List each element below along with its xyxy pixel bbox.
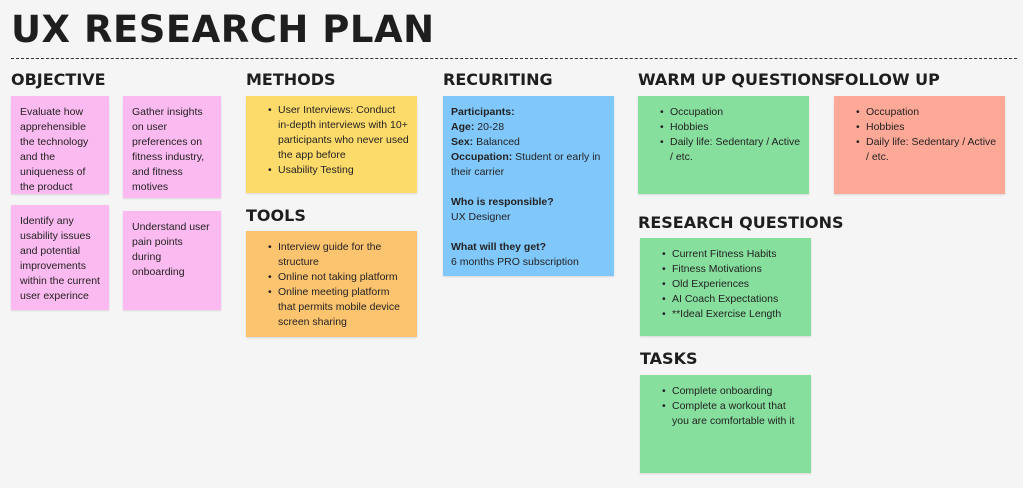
research-list: Current Fitness Habits Fitness Motivatio… bbox=[650, 247, 803, 322]
sticky-note-recruiting[interactable]: Participants: Age: 20-28 Sex: Balanced O… bbox=[443, 96, 614, 276]
age-row: Age: 20-28 bbox=[451, 120, 606, 135]
heading-tools: TOOLS bbox=[246, 206, 306, 225]
sticky-note-followup[interactable]: Occupation Hobbies Daily life: Sedentary… bbox=[834, 96, 1005, 194]
list-item: Online not taking platform bbox=[268, 270, 409, 285]
list-item: Usability Testing bbox=[268, 163, 409, 178]
list-item: Complete onboarding bbox=[662, 384, 803, 399]
list-item: Occupation bbox=[660, 105, 801, 120]
list-item: Current Fitness Habits bbox=[662, 247, 803, 262]
heading-tasks: TASKS bbox=[640, 349, 698, 368]
sex-value: Balanced bbox=[473, 136, 520, 148]
spacer bbox=[451, 180, 606, 195]
age-value: 20-28 bbox=[474, 121, 505, 133]
tools-list: Interview guide for the structure Online… bbox=[256, 240, 409, 330]
occupation-label: Occupation: bbox=[451, 151, 513, 163]
list-item: **Ideal Exercise Length bbox=[662, 307, 803, 322]
responsible-label: Who is responsible? bbox=[451, 196, 554, 208]
sticky-note-objective-1[interactable]: Evaluate how apprehensible the technolog… bbox=[11, 96, 109, 194]
list-item: Interview guide for the structure bbox=[268, 240, 409, 270]
dashed-divider bbox=[11, 58, 1017, 59]
sticky-note-warmup[interactable]: Occupation Hobbies Daily life: Sedentary… bbox=[638, 96, 809, 194]
note-text: Gather insights on user preferences on f… bbox=[132, 106, 205, 193]
sticky-note-tasks[interactable]: Complete onboarding Complete a workout t… bbox=[640, 375, 811, 473]
occupation-row: Occupation: Student or early in their ca… bbox=[451, 150, 606, 180]
list-item: Fitness Motivations bbox=[662, 262, 803, 277]
list-item: Online meeting platform that permits mob… bbox=[268, 285, 409, 330]
sticky-note-methods[interactable]: User Interviews: Conduct in-depth interv… bbox=[246, 96, 417, 193]
tasks-list: Complete onboarding Complete a workout t… bbox=[650, 384, 803, 429]
responsible-value: UX Designer bbox=[451, 211, 511, 223]
spacer bbox=[451, 225, 606, 240]
methods-list: User Interviews: Conduct in-depth interv… bbox=[256, 103, 409, 178]
sticky-note-objective-2[interactable]: Gather insights on user preferences on f… bbox=[123, 96, 221, 198]
reward-value: 6 months PRO subscription bbox=[451, 256, 579, 268]
note-text: Identify any usability issues and potent… bbox=[20, 215, 100, 302]
heading-recruiting: RECURITING bbox=[443, 70, 553, 89]
warmup-list: Occupation Hobbies Daily life: Sedentary… bbox=[648, 105, 801, 165]
list-item: AI Coach Expectations bbox=[662, 292, 803, 307]
occupation-value: Student or early in their carrier bbox=[451, 151, 601, 178]
list-item: Daily life: Sedentary / Active / etc. bbox=[660, 135, 801, 165]
list-item: Occupation bbox=[856, 105, 997, 120]
sticky-note-research-questions[interactable]: Current Fitness Habits Fitness Motivatio… bbox=[640, 238, 811, 336]
list-item: Daily life: Sedentary / Active / etc. bbox=[856, 135, 997, 165]
reward-label: What will they get? bbox=[451, 241, 547, 253]
note-text: Evaluate how apprehensible the technolog… bbox=[20, 106, 89, 193]
list-item: User Interviews: Conduct in-depth interv… bbox=[268, 103, 409, 163]
list-item: Complete a workout that you are comforta… bbox=[662, 399, 803, 429]
list-item: Hobbies bbox=[856, 120, 997, 135]
list-item: Old Experiences bbox=[662, 277, 803, 292]
sex-label: Sex: bbox=[451, 136, 474, 148]
page-title: UX RESEARCH PLAN bbox=[11, 8, 435, 51]
followup-list: Occupation Hobbies Daily life: Sedentary… bbox=[844, 105, 997, 165]
heading-methods: METHODS bbox=[246, 70, 336, 89]
age-label: Age: bbox=[451, 121, 475, 133]
heading-research-questions: RESEARCH QUESTIONS bbox=[638, 213, 844, 232]
heading-objective: OBJECTIVE bbox=[11, 70, 106, 89]
sticky-note-objective-4[interactable]: Understand user pain points during onboa… bbox=[123, 211, 221, 310]
participants-label: Participants: bbox=[451, 106, 515, 118]
sticky-note-objective-3[interactable]: Identify any usability issues and potent… bbox=[11, 205, 109, 310]
sticky-note-tools[interactable]: Interview guide for the structure Online… bbox=[246, 231, 417, 337]
heading-follow-up: FOLLOW UP bbox=[834, 70, 940, 89]
sex-row: Sex: Balanced bbox=[451, 135, 606, 150]
note-text: Understand user pain points during onboa… bbox=[132, 221, 210, 278]
heading-warmup-questions: WARM UP QUESTIONS bbox=[638, 70, 836, 89]
list-item: Hobbies bbox=[660, 120, 801, 135]
